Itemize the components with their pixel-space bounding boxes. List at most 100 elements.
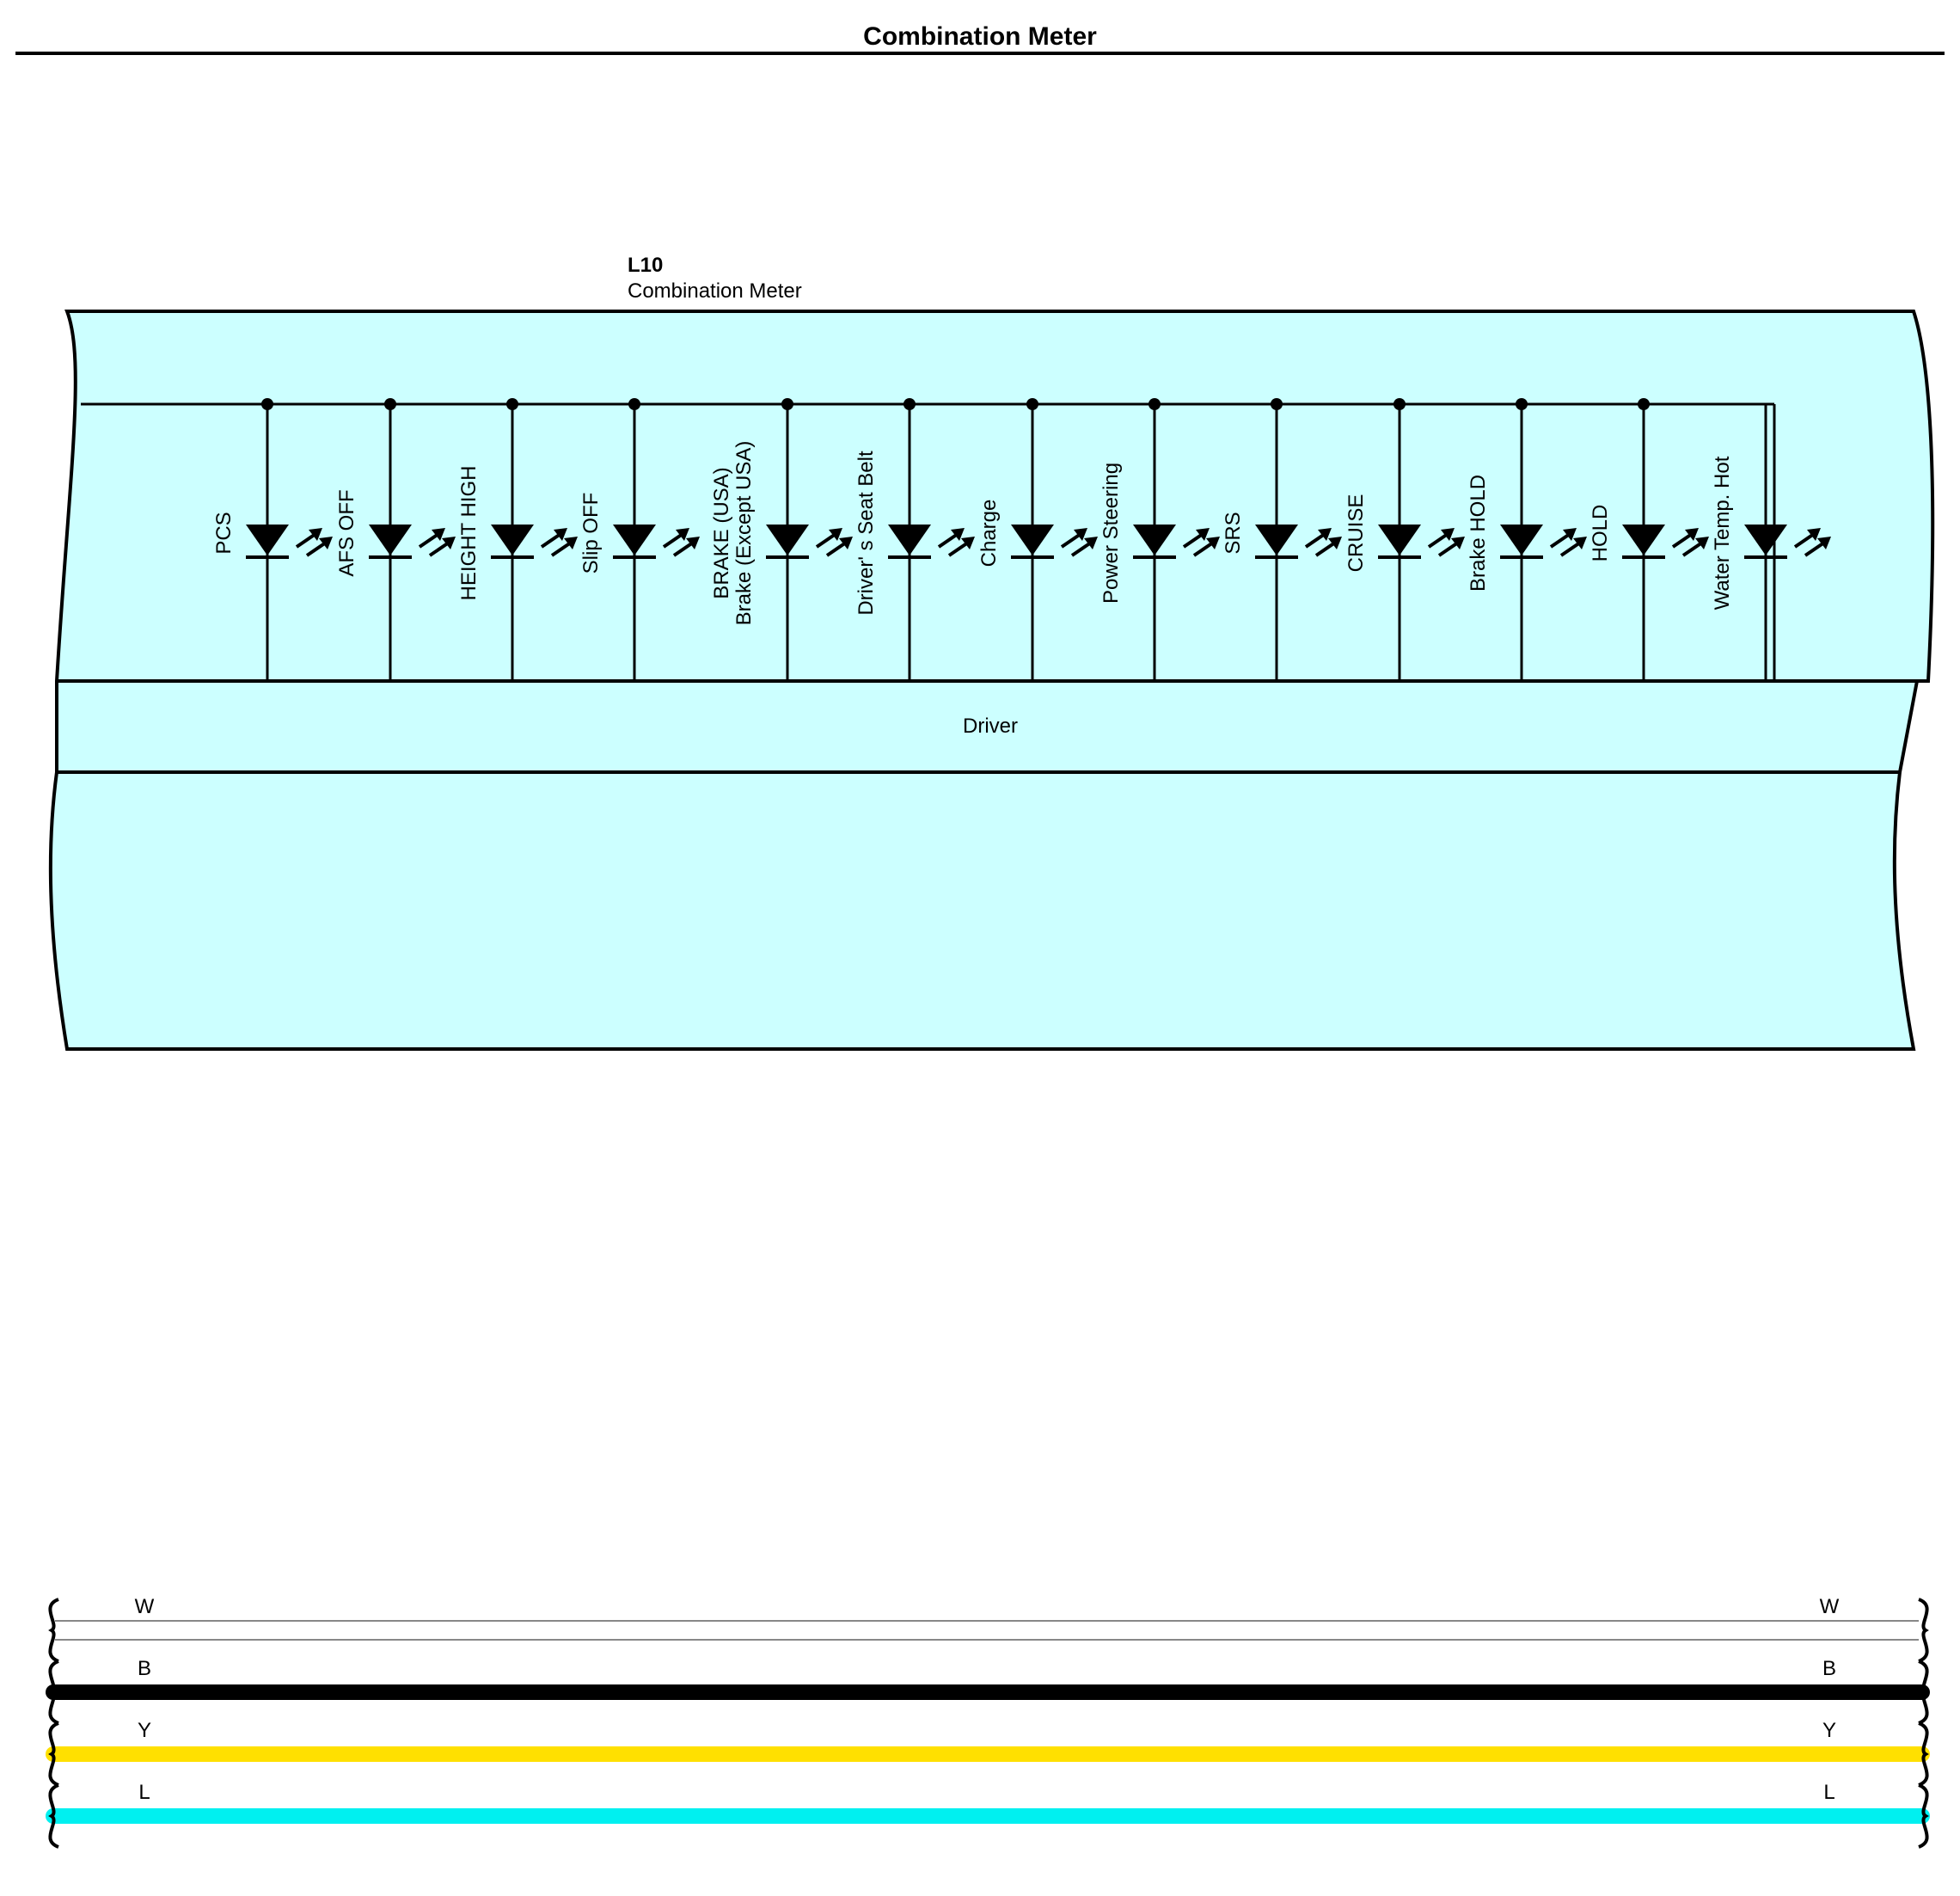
led-diode-icon (1011, 525, 1054, 555)
arrow-head-icon (309, 528, 322, 541)
light-emission-arrow-icon (418, 532, 440, 549)
arrow-head-icon (554, 528, 567, 541)
light-emission-arrow-icon (1549, 532, 1571, 549)
indicator-label: Charge (977, 500, 1001, 568)
led-diode-icon (1255, 525, 1298, 555)
wire-code-right: Y (1822, 1719, 1836, 1742)
indicator-label: SRS (1222, 512, 1245, 554)
light-emission-arrow-icon (937, 532, 959, 549)
light-emission-arrow-icon (1182, 532, 1204, 549)
indicator-label: PCS (212, 512, 236, 554)
indicator-led: Water Temp. Hot (1711, 404, 1831, 681)
led-diode-icon (766, 525, 809, 555)
indicator-label: Water Temp. Hot (1711, 456, 1734, 610)
wire-break-right-icon (1918, 1721, 1929, 1787)
wire-code-left: W (135, 1595, 155, 1618)
led-diode-icon (246, 525, 289, 555)
led-diode-icon (1744, 525, 1787, 555)
light-emission-arrow-icon (1427, 532, 1449, 549)
indicator-led: AFS OFF (335, 398, 456, 681)
indicator-label: Brake HOLD (1467, 475, 1490, 592)
light-emission-arrow-icon (1671, 532, 1694, 549)
indicator-led: Power Steering (1099, 398, 1220, 681)
light-emission-arrow-icon (1070, 541, 1093, 557)
arrow-head-icon (1206, 537, 1220, 549)
page-title: Combination Meter (863, 22, 1097, 51)
indicator-label: HEIGHT HIGH (457, 466, 481, 601)
indicator-label: Slip OFF (579, 493, 603, 574)
arrow-head-icon (1685, 528, 1699, 541)
arrow-head-icon (1817, 537, 1831, 549)
indicator-label: CRUISE (1344, 494, 1368, 573)
indicator-label: Brake (Except USA) (732, 441, 756, 626)
light-emission-arrow-icon (815, 532, 837, 549)
indicator-label: BRAKE (USA) (710, 467, 733, 598)
wire-code-left: L (138, 1781, 150, 1804)
light-emission-arrow-icon (1192, 541, 1215, 557)
arrow-head-icon (319, 537, 333, 549)
wire-break-left-icon (48, 1598, 59, 1663)
indicator-label: Power Steering (1099, 463, 1123, 604)
light-emission-arrow-icon (1437, 541, 1460, 557)
arrow-head-icon (1084, 537, 1098, 549)
arrow-head-icon (1441, 528, 1455, 541)
light-emission-arrow-icon (428, 541, 450, 557)
arrow-head-icon (1318, 528, 1332, 541)
wire-break-right-icon (1918, 1660, 1929, 1725)
wire-code-right: B (1822, 1657, 1836, 1680)
wire-break-left-icon (48, 1783, 59, 1849)
indicator-led: Charge (977, 398, 1098, 681)
arrow-head-icon (676, 528, 689, 541)
arrow-head-icon (686, 537, 700, 549)
arrow-head-icon (951, 528, 965, 541)
indicator-led: PCS (212, 398, 333, 681)
led-diode-icon (1622, 525, 1665, 555)
wire-break-right-icon (1918, 1783, 1929, 1849)
arrow-head-icon (829, 528, 842, 541)
indicator-led: BRAKE (USA)Brake (Except USA) (710, 398, 853, 681)
arrow-head-icon (1807, 528, 1821, 541)
connector-name: Combination Meter (628, 279, 802, 303)
light-emission-arrow-icon (825, 541, 848, 557)
arrow-head-icon (1573, 537, 1587, 549)
led-diode-icon (369, 525, 412, 555)
led-diode-icon (888, 525, 931, 555)
light-emission-arrow-icon (947, 541, 970, 557)
light-emission-arrow-icon (672, 541, 695, 557)
wire-code-left: Y (138, 1719, 151, 1742)
light-emission-arrow-icon (1304, 532, 1326, 549)
light-emission-arrow-icon (295, 532, 317, 549)
led-diode-icon (1133, 525, 1176, 555)
indicator-led: Brake HOLD (1467, 398, 1587, 681)
arrow-head-icon (1563, 528, 1577, 541)
light-emission-arrow-icon (550, 541, 573, 557)
light-emission-arrow-icon (1793, 532, 1816, 549)
arrow-head-icon (1451, 537, 1465, 549)
arrow-head-icon (839, 537, 853, 549)
indicator-led: Slip OFF (579, 398, 700, 681)
light-emission-arrow-icon (305, 541, 328, 557)
light-emission-arrow-icon (1681, 541, 1704, 557)
wire-break-right-icon (1918, 1598, 1929, 1663)
indicator-led: HOLD (1589, 398, 1709, 681)
light-emission-arrow-icon (540, 532, 562, 549)
indicator-led: Driver' s Seat Belt (854, 398, 975, 681)
led-diode-icon (613, 525, 656, 555)
connector-code: L10 (628, 254, 663, 277)
indicator-led: CRUISE (1344, 398, 1465, 681)
indicator-label: Driver' s Seat Belt (854, 451, 878, 616)
arrow-head-icon (1196, 528, 1210, 541)
light-emission-arrow-icon (1314, 541, 1337, 557)
light-emission-arrow-icon (1559, 541, 1582, 557)
arrow-head-icon (1074, 528, 1087, 541)
led-diode-icon (1500, 525, 1543, 555)
indicator-label: HOLD (1589, 505, 1612, 562)
arrow-head-icon (1328, 537, 1342, 549)
